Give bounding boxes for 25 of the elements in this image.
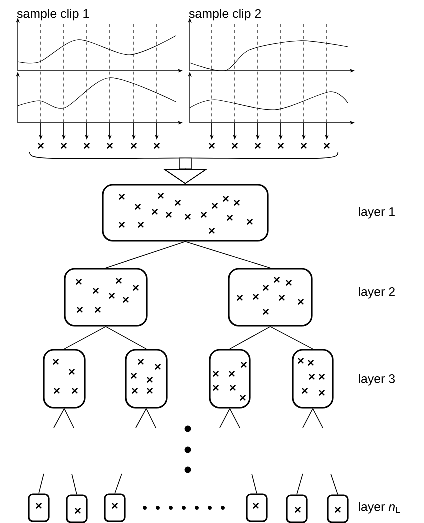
tree-line [64,408,74,428]
tree-line [185,241,271,269]
layer-label: layer 2 [359,287,395,299]
tree-line [106,326,147,350]
tree-line [106,241,186,269]
tree-line [296,474,304,496]
clip-title: sample clip 2 [189,8,262,21]
tree-line [38,474,44,494]
layer-label: layer 1 [359,207,395,219]
tree-line [252,474,258,494]
tree-line [114,474,122,494]
tree-line [54,408,65,428]
tree-line [312,408,324,428]
clip-title: sample clip 1 [17,8,90,21]
tree-line [270,326,314,350]
tree-line [330,474,338,496]
layer-label: layer 3 [359,374,395,386]
tree-line [136,408,147,428]
tree-line [230,408,240,428]
tree-line [230,326,271,350]
tree-line [302,408,314,428]
tree-line [72,474,78,496]
tree-line [64,326,106,350]
tree-line [146,408,156,428]
tree-line [220,408,230,428]
